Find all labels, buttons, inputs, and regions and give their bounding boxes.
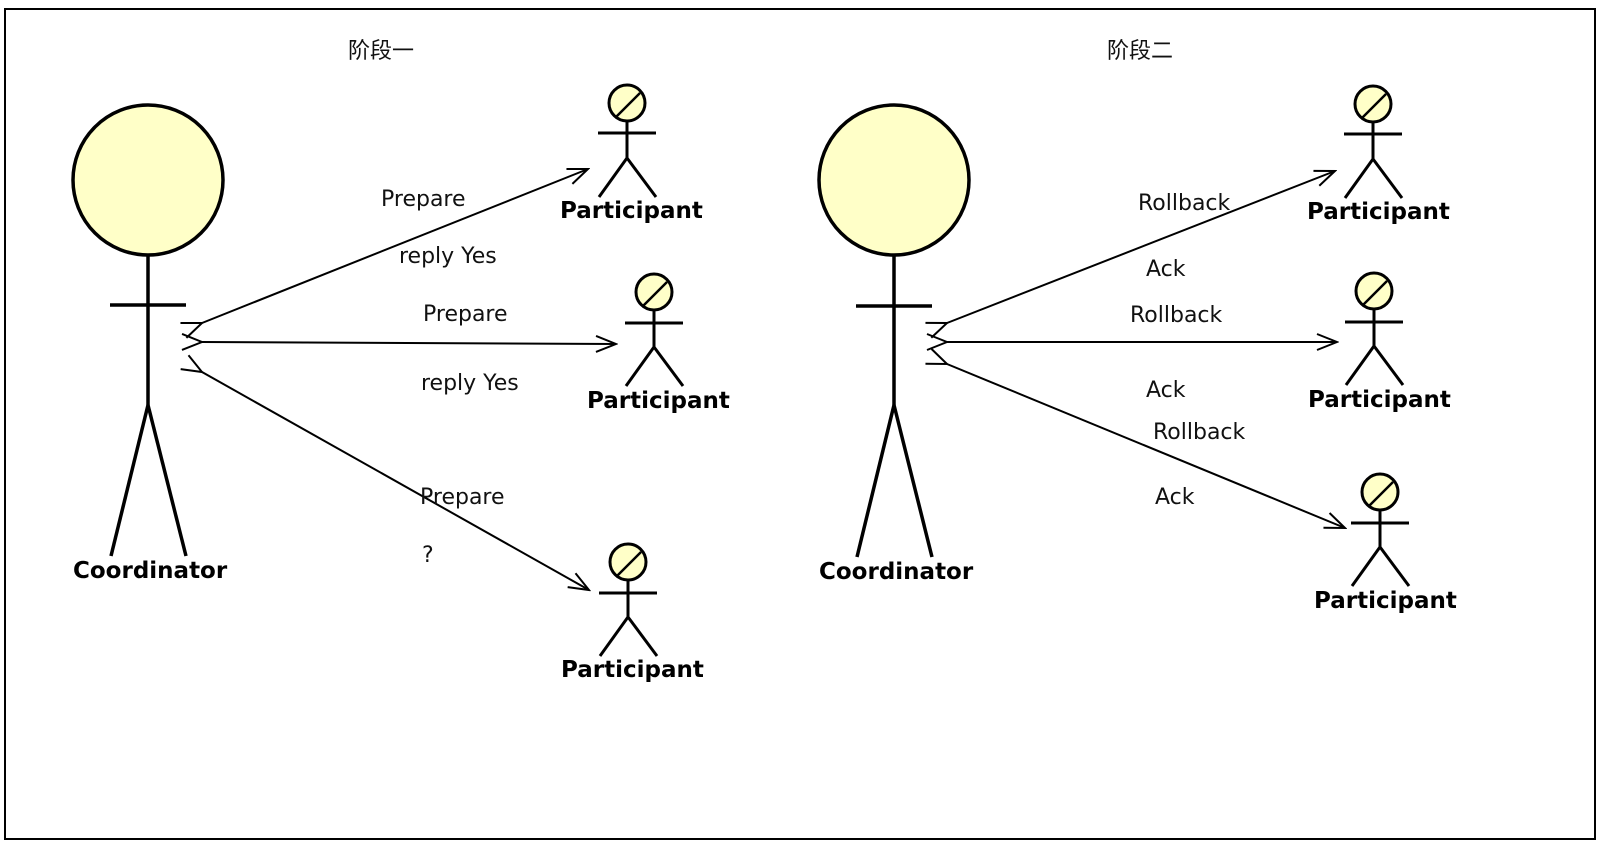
message-label-rollback: Rollback xyxy=(1130,303,1223,328)
participant-label: Participant xyxy=(560,198,703,224)
coordinator-label: Coordinator xyxy=(73,558,228,584)
message-arrow xyxy=(202,372,589,590)
participant-head xyxy=(634,272,674,312)
message-label-ack: Ack xyxy=(1146,257,1186,282)
coordinator-head xyxy=(817,103,971,257)
participant-actor xyxy=(597,83,658,198)
participant-actor xyxy=(624,272,685,387)
participant-head xyxy=(608,542,648,582)
message-label-rollback: Rollback xyxy=(1153,420,1246,445)
message-label-prepare: Prepare xyxy=(381,187,466,212)
message-arrow xyxy=(947,171,1335,323)
message-label-reply-unknown: ? xyxy=(422,543,434,568)
message-arrow xyxy=(947,364,1345,528)
message-label-reply: reply Yes xyxy=(399,244,497,269)
coordinator-right-leg xyxy=(146,404,188,557)
phase1-title: 阶段一 xyxy=(348,39,414,64)
participant-head xyxy=(1360,472,1400,512)
participant-label: Participant xyxy=(1308,387,1451,413)
participant-actor xyxy=(1343,84,1404,199)
coordinator-label: Coordinator xyxy=(819,559,974,585)
participant-label: Participant xyxy=(1307,199,1450,225)
participant-head xyxy=(1353,84,1393,124)
message-label-ack: Ack xyxy=(1146,378,1186,403)
participant-actor xyxy=(1350,472,1411,587)
participant-label: Participant xyxy=(1314,588,1457,614)
message-arrow xyxy=(202,169,588,323)
coordinator-actor-phase2 xyxy=(817,103,971,558)
coordinator-left-leg xyxy=(109,404,150,557)
participant-label: Participant xyxy=(587,388,730,414)
diagram-frame xyxy=(4,8,1596,840)
message-arrow xyxy=(202,342,616,344)
message-label-ack: Ack xyxy=(1155,485,1195,510)
message-label-prepare: Prepare xyxy=(420,485,505,510)
participant-label: Participant xyxy=(561,657,704,683)
participant-actor xyxy=(598,542,659,657)
coordinator-right-leg xyxy=(892,404,934,558)
participant-actor xyxy=(1344,271,1405,386)
coordinator-left-leg xyxy=(855,404,896,558)
message-label-reply: reply Yes xyxy=(421,371,519,396)
phase2-title: 阶段二 xyxy=(1107,39,1173,64)
participant-head xyxy=(1354,271,1394,311)
message-label-prepare: Prepare xyxy=(423,302,508,327)
message-label-rollback: Rollback xyxy=(1138,191,1231,216)
coordinator-head xyxy=(71,103,225,257)
coordinator-actor-phase1 xyxy=(71,103,225,557)
participant-head xyxy=(607,83,647,123)
